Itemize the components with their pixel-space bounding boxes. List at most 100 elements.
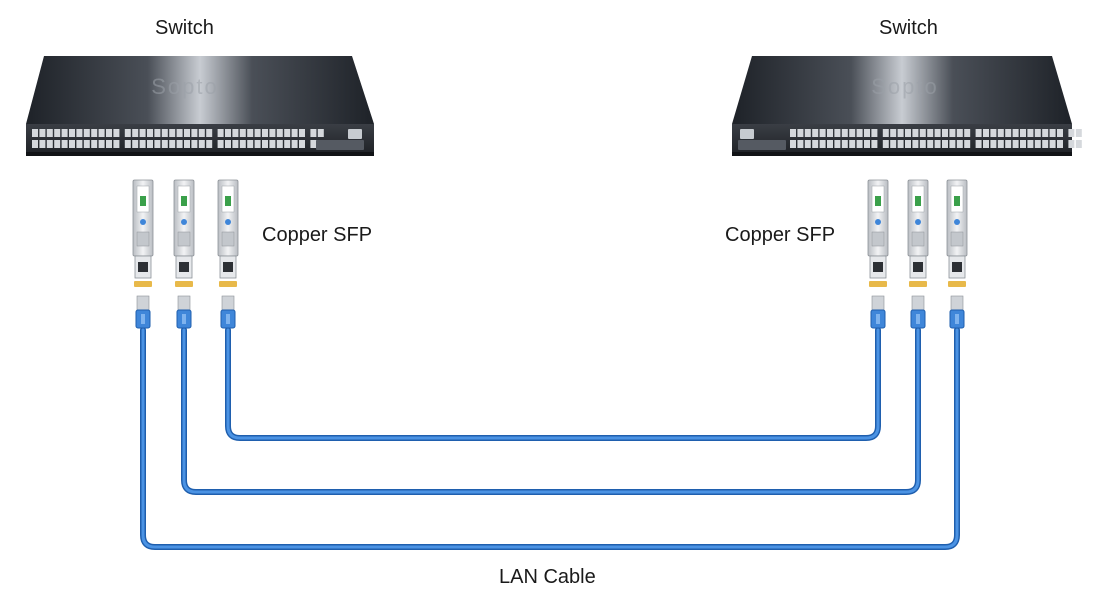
switch-port — [827, 140, 833, 148]
switch-port — [856, 140, 863, 148]
switch-port — [849, 140, 856, 148]
switch-port — [317, 129, 324, 137]
rj45-contact — [869, 281, 887, 287]
copper-sfp-module — [946, 179, 968, 287]
copper-sfp-module — [173, 179, 195, 287]
switch-port — [819, 129, 826, 137]
lan-cable-2 — [181, 327, 921, 495]
switch-port — [169, 140, 176, 148]
switch-port — [284, 129, 291, 137]
switch-port — [983, 129, 989, 137]
right-switch-ports — [790, 129, 1082, 148]
switch-port — [291, 140, 298, 148]
switch-port — [232, 140, 239, 148]
switch-port — [154, 140, 161, 148]
switch-port — [804, 129, 811, 137]
switch-port — [69, 140, 75, 148]
switch-port — [247, 140, 254, 148]
switch-port — [871, 129, 878, 137]
switch-port — [276, 129, 283, 137]
left-sfp-label: Copper SFP — [262, 224, 373, 246]
switch-port — [310, 140, 317, 148]
rj45-contact — [909, 281, 927, 287]
switch-port — [812, 129, 819, 137]
left-switch-logo: Sopto — [151, 74, 219, 99]
switch-port — [956, 140, 963, 148]
switch-port — [1057, 140, 1063, 148]
switch-port — [919, 129, 926, 137]
switch-port — [69, 129, 75, 137]
switch-port — [247, 129, 254, 137]
switch-port — [124, 140, 131, 148]
switch-port — [132, 129, 139, 137]
switch-port — [32, 140, 38, 148]
copper-sfp-module — [132, 179, 154, 287]
switch-port — [990, 140, 997, 148]
switch-port — [124, 129, 131, 137]
switch-port — [276, 140, 283, 148]
switch-port — [1020, 140, 1026, 148]
rj45-contact — [175, 281, 193, 287]
switch-port — [1075, 129, 1082, 137]
switch-port — [964, 140, 971, 148]
switch-port — [990, 129, 997, 137]
switch-port — [983, 140, 989, 148]
switch-port — [32, 129, 38, 137]
switch-port — [225, 129, 231, 137]
switch-port — [1075, 140, 1082, 148]
switch-port — [61, 140, 68, 148]
switch-port — [864, 129, 870, 137]
switch-port — [882, 129, 889, 137]
switch-port — [790, 140, 796, 148]
switch-port — [871, 140, 878, 148]
switch-port — [299, 129, 305, 137]
switch-port — [262, 140, 268, 148]
switch-port — [39, 140, 46, 148]
switch-port — [217, 140, 224, 148]
switch-port — [882, 140, 889, 148]
lan-cable-1 — [225, 327, 881, 441]
switch-port — [191, 129, 198, 137]
switch-port — [834, 140, 841, 148]
switch-port — [975, 129, 982, 137]
switch-port — [83, 140, 90, 148]
switch-port — [239, 129, 246, 137]
switch-port — [139, 129, 146, 137]
switch-port — [1005, 140, 1012, 148]
switch-port — [54, 129, 61, 137]
switch-port — [797, 129, 804, 137]
switch-port — [864, 140, 870, 148]
switch-port — [198, 129, 205, 137]
rj45-contact — [134, 281, 152, 287]
switch-port — [1049, 140, 1056, 148]
rj45-contact — [948, 281, 966, 287]
switch-port — [184, 140, 190, 148]
switch-port — [905, 129, 911, 137]
switch-port — [1020, 129, 1026, 137]
rj45-connector-icon — [176, 295, 192, 329]
switch-port — [113, 129, 120, 137]
switch-port — [232, 129, 239, 137]
switch-port — [956, 129, 963, 137]
switch-port — [964, 129, 971, 137]
switch-port — [997, 129, 1004, 137]
rj45-connector-icon — [910, 295, 926, 329]
switch-port — [1068, 140, 1075, 148]
switch-port — [106, 140, 112, 148]
switch-port — [1034, 129, 1041, 137]
switch-port — [927, 140, 934, 148]
switch-port — [83, 129, 90, 137]
switch-port — [169, 129, 176, 137]
switch-port — [1034, 140, 1041, 148]
switch-port — [225, 140, 231, 148]
rj45-contact — [219, 281, 237, 287]
switch-port — [1042, 129, 1049, 137]
right-switch-logo: Sopto — [871, 74, 939, 99]
switch-port — [91, 140, 98, 148]
switch-port — [46, 140, 53, 148]
switch-port — [942, 129, 948, 137]
switch-port — [198, 140, 205, 148]
switch-port — [804, 140, 811, 148]
switch-port — [919, 140, 926, 148]
switch-port — [147, 129, 153, 137]
